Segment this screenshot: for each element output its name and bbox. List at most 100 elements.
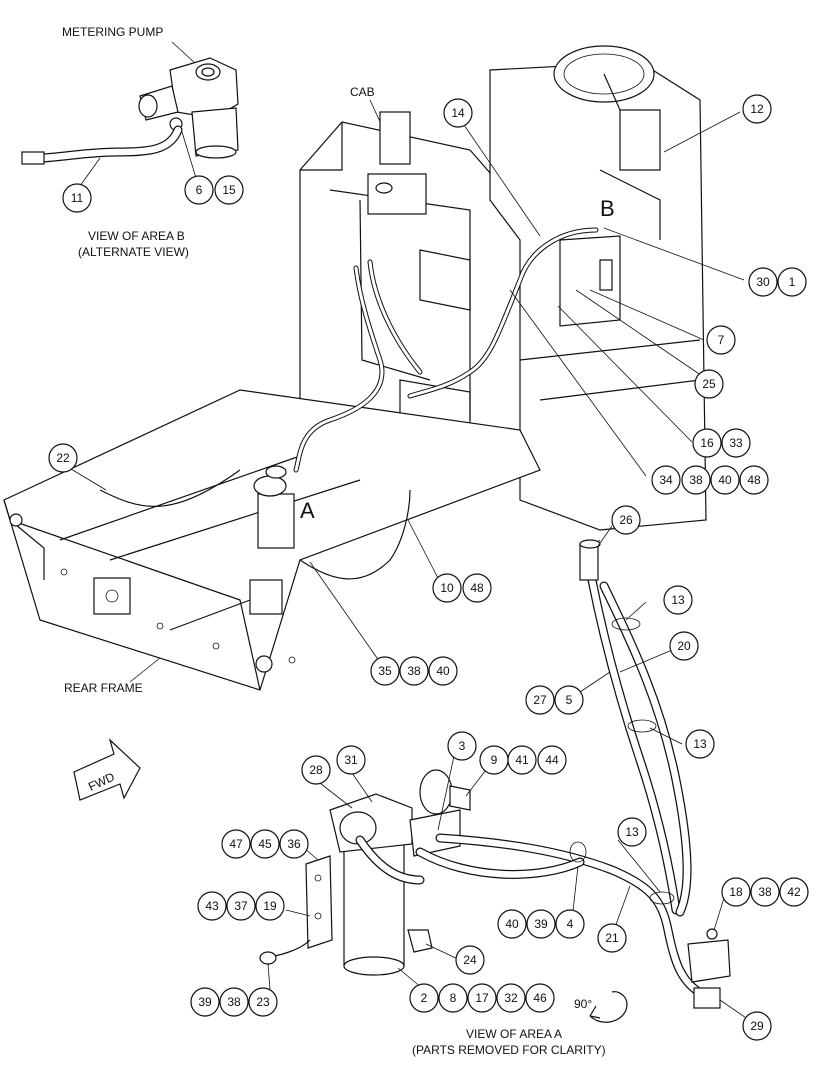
svg-text:40: 40	[505, 917, 519, 931]
svg-text:48: 48	[747, 473, 761, 487]
callout-40: 40	[428, 656, 458, 686]
svg-text:14: 14	[451, 106, 465, 120]
svg-text:25: 25	[702, 377, 716, 391]
callout-27: 27	[525, 685, 555, 715]
callout-31: 31	[336, 745, 366, 775]
callout-13: 13	[685, 729, 715, 759]
svg-text:45: 45	[258, 837, 272, 851]
svg-text:11: 11	[71, 191, 84, 205]
svg-text:12: 12	[750, 102, 764, 116]
svg-text:39: 39	[534, 917, 548, 931]
callout-33: 33	[721, 428, 751, 458]
svg-text:32: 32	[504, 991, 518, 1005]
callout-48: 48	[462, 573, 492, 603]
svg-text:4: 4	[567, 917, 574, 931]
svg-text:22: 22	[56, 451, 70, 465]
callout-24: 24	[455, 945, 485, 975]
rotation-label: 90°	[574, 997, 592, 1011]
svg-text:7: 7	[718, 333, 725, 347]
svg-text:46: 46	[533, 991, 547, 1005]
callout-4: 4	[555, 909, 585, 939]
svg-text:19: 19	[263, 899, 277, 913]
callout-32: 32	[496, 983, 526, 1013]
svg-text:35: 35	[378, 664, 392, 678]
callout-45: 45	[250, 829, 280, 859]
svg-text:28: 28	[309, 763, 323, 777]
view-b-caption-line2: (ALTERNATE VIEW)	[78, 245, 189, 259]
svg-text:31: 31	[344, 753, 358, 767]
machine-outline: CAB RE	[3, 45, 707, 695]
callout-28: 28	[301, 755, 331, 785]
svg-text:2: 2	[421, 991, 428, 1005]
svg-text:1: 1	[789, 275, 796, 289]
metering-pump-label: METERING PUMP	[62, 25, 163, 39]
callout-40: 40	[497, 909, 527, 939]
svg-text:13: 13	[671, 593, 685, 607]
svg-text:40: 40	[718, 473, 732, 487]
callout-17: 17	[467, 983, 497, 1013]
metering-pump-view: METERING PUMP VIEW OF AREA B (ALTERNATE …	[21, 25, 239, 259]
svg-text:16: 16	[700, 436, 714, 450]
callout-40: 40	[710, 465, 740, 495]
callout-2: 2	[409, 983, 439, 1013]
callout-29: 29	[742, 1011, 772, 1041]
callout-42: 42	[779, 877, 809, 907]
callout-34: 34	[651, 465, 681, 495]
svg-text:38: 38	[689, 473, 703, 487]
callout-13: 13	[617, 817, 647, 847]
callout-36: 36	[279, 829, 309, 859]
svg-text:5: 5	[566, 693, 573, 707]
svg-text:8: 8	[450, 991, 457, 1005]
callout-19: 19	[255, 891, 285, 921]
callout-6: 6	[184, 175, 214, 205]
svg-text:23: 23	[256, 995, 270, 1009]
callout-1: 1	[777, 267, 807, 297]
svg-text:17: 17	[475, 991, 489, 1005]
svg-text:29: 29	[750, 1019, 764, 1033]
callout-20: 20	[669, 631, 699, 661]
view-a-detail: 90° VIEW OF AREA A (PARTS REMOVED FOR CL…	[259, 539, 731, 1057]
svg-text:18: 18	[729, 885, 743, 899]
callout-18: 18	[721, 877, 751, 907]
svg-text:38: 38	[407, 664, 421, 678]
callout-48: 48	[739, 465, 769, 495]
callout-23: 23	[248, 987, 278, 1017]
svg-text:27: 27	[533, 693, 547, 707]
callout-39: 39	[190, 987, 220, 1017]
callout-41: 41	[507, 745, 537, 775]
callout-22: 22	[48, 443, 78, 473]
svg-text:39: 39	[198, 995, 212, 1009]
svg-text:26: 26	[619, 513, 633, 527]
svg-text:30: 30	[756, 275, 770, 289]
callout-9: 9	[479, 745, 509, 775]
callout-12: 12	[742, 94, 772, 124]
callout-38: 38	[681, 465, 711, 495]
view-a-caption-line1: VIEW OF AREA A	[466, 1027, 562, 1041]
callout-7: 7	[706, 325, 736, 355]
svg-text:42: 42	[787, 885, 801, 899]
main-leaders	[65, 111, 745, 669]
svg-text:13: 13	[625, 825, 639, 839]
callout-44: 44	[537, 745, 567, 775]
callout-38: 38	[399, 656, 429, 686]
svg-text:38: 38	[227, 995, 241, 1009]
callout-37: 37	[226, 891, 256, 921]
svg-text:40: 40	[436, 664, 450, 678]
callout-5: 5	[554, 685, 584, 715]
callout-11: 11	[62, 183, 92, 213]
svg-text:41: 41	[515, 753, 529, 767]
svg-text:38: 38	[758, 885, 772, 899]
rear-frame-label: REAR FRAME	[64, 681, 143, 695]
callout-46: 46	[525, 983, 555, 1013]
callout-43: 43	[197, 891, 227, 921]
area-a-marker: A	[300, 498, 315, 523]
callout-38: 38	[219, 987, 249, 1017]
svg-text:20: 20	[677, 639, 691, 653]
svg-text:34: 34	[659, 473, 673, 487]
svg-text:9: 9	[491, 753, 498, 767]
forward-arrow: FWD	[73, 738, 141, 801]
callout-21: 21	[597, 923, 627, 953]
callout-30: 30	[748, 267, 778, 297]
callouts: 11 6 15 14 12 30 1 7 25 16 33 34 38 40 4…	[48, 94, 809, 1041]
